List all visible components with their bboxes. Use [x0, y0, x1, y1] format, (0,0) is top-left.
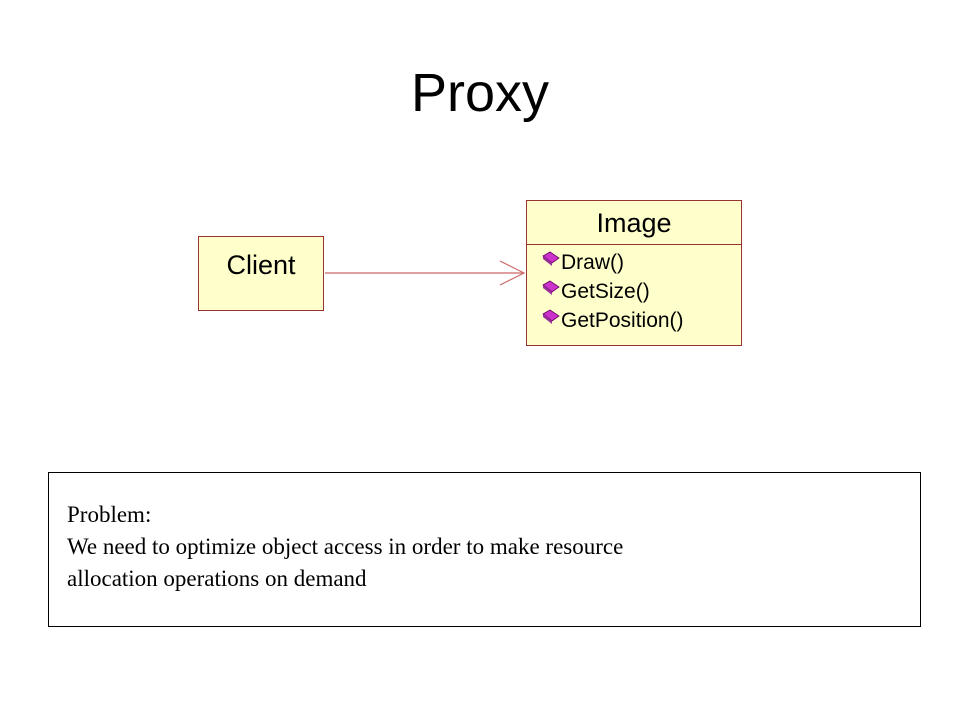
problem-text-line: We need to optimize object access in ord…: [67, 534, 624, 559]
arrowhead: [499, 260, 526, 286]
operation-label: Draw(): [561, 251, 624, 274]
operation-icon: [542, 309, 560, 324]
operation-row: GetSize(): [541, 279, 741, 308]
client-class-name: Client: [226, 250, 296, 280]
operation-icon: [542, 251, 560, 266]
operation-label: GetPosition(): [561, 309, 684, 332]
problem-box: Problem: We need to optimize object acce…: [48, 472, 921, 627]
operation-list: Draw() GetSize() GetPosition(): [527, 245, 741, 337]
slide-title: Proxy: [410, 63, 550, 123]
client-class-box: Client: [198, 236, 324, 311]
operation-icon: [542, 280, 560, 295]
problem-heading: Problem:: [67, 502, 152, 527]
image-class-box: Image Draw() GetSize() GetPosition(): [526, 200, 742, 346]
operation-label: GetSize(): [561, 280, 650, 303]
problem-text-line: allocation operations on demand: [67, 566, 367, 591]
image-class-name: Image: [527, 201, 741, 245]
operation-row: Draw(): [541, 250, 741, 279]
operation-row: GetPosition(): [541, 308, 741, 337]
